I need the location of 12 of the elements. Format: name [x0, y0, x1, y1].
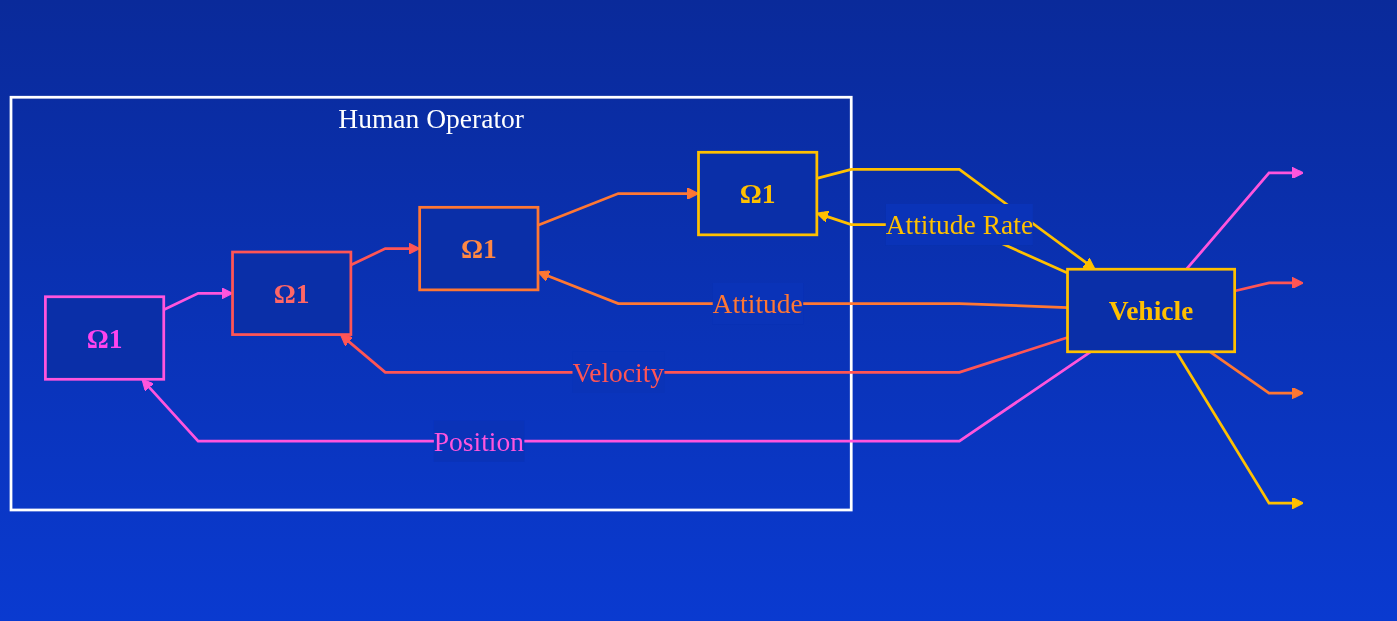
node-box: Ω1	[418, 205, 540, 292]
node-box: Vehicle	[1066, 267, 1237, 354]
edge-label: Attitude	[712, 288, 803, 319]
node-box: Ω1	[697, 150, 819, 237]
arrow	[1175, 351, 1304, 510]
node-box: Ω1	[44, 295, 166, 381]
edge-label: Attitude Rate	[885, 209, 1034, 240]
edge-label: Position	[433, 426, 524, 457]
node-box: Ω1	[231, 250, 353, 336]
arrow	[1234, 276, 1304, 293]
arrow	[816, 168, 1096, 270]
edge-label: Velocity	[572, 357, 665, 388]
